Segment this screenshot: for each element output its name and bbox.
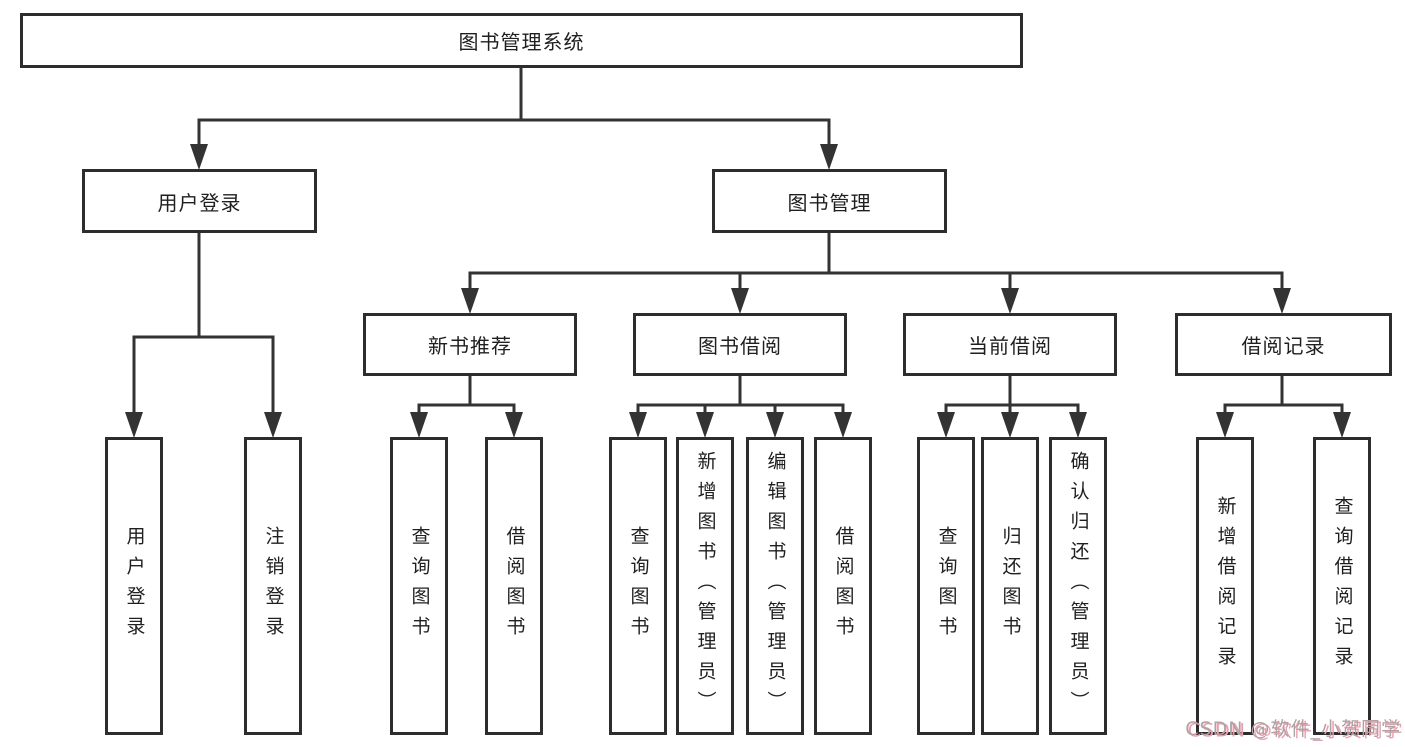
arrow-down-icon — [1273, 288, 1291, 314]
leaf-logout: 注销登录 — [244, 437, 302, 735]
leaf-label: 查询借阅记录 — [1331, 496, 1354, 676]
leaf-borrow-books-recommend: 借阅图书 — [485, 437, 543, 735]
node-current-borrowing: 当前借阅 — [903, 313, 1117, 376]
arrow-down-icon — [264, 412, 282, 438]
node-borrowing-records: 借阅记录 — [1175, 313, 1392, 376]
leaf-confirm-return-admin: 确认归还（管理员） — [1049, 437, 1107, 735]
leaf-label: 确认归还（管理员） — [1067, 451, 1090, 721]
arrow-down-icon — [505, 412, 523, 438]
leaf-label: 查询图书 — [627, 526, 650, 646]
arrow-down-icon — [1001, 412, 1019, 438]
arrow-down-icon — [461, 288, 479, 314]
arrow-down-icon — [1333, 412, 1351, 438]
leaf-add-borrow-record: 新增借阅记录 — [1196, 437, 1254, 735]
leaf-edit-books-admin: 编辑图书（管理员） — [746, 437, 804, 735]
arrow-down-icon — [731, 288, 749, 314]
leaf-label: 查询图书 — [935, 526, 958, 646]
node-library-management-system: 图书管理系统 — [20, 13, 1023, 68]
arrow-down-icon — [820, 144, 838, 170]
node-new-book-recommendation: 新书推荐 — [363, 313, 577, 376]
node-book-management: 图书管理 — [712, 169, 947, 233]
arrow-down-icon — [766, 412, 784, 438]
leaf-label: 归还图书 — [999, 526, 1022, 646]
arrow-down-icon — [834, 412, 852, 438]
leaf-query-books-borrowing: 查询图书 — [609, 437, 667, 735]
leaf-label: 用户登录 — [123, 526, 146, 646]
leaf-add-books-admin: 新增图书（管理员） — [676, 437, 734, 735]
arrow-down-icon — [937, 412, 955, 438]
leaf-query-borrow-record: 查询借阅记录 — [1313, 437, 1371, 735]
leaf-return-books: 归还图书 — [981, 437, 1039, 735]
leaf-label: 查询图书 — [408, 526, 431, 646]
leaf-borrow-books: 借阅图书 — [814, 437, 872, 735]
leaf-label: 注销登录 — [262, 526, 285, 646]
arrow-down-icon — [1216, 412, 1234, 438]
arrow-down-icon — [629, 412, 647, 438]
leaf-query-books-current: 查询图书 — [917, 437, 975, 735]
leaf-label: 借阅图书 — [503, 526, 526, 646]
leaf-query-books-recommend: 查询图书 — [390, 437, 448, 735]
csdn-watermark: CSDN @软件_小贺同学 — [1185, 718, 1401, 740]
leaf-label: 编辑图书（管理员） — [764, 451, 787, 721]
arrow-down-icon — [410, 412, 428, 438]
arrow-down-icon — [1069, 412, 1087, 438]
node-book-borrowing: 图书借阅 — [633, 313, 847, 376]
leaf-user-login: 用户登录 — [105, 437, 163, 735]
leaf-label: 新增借阅记录 — [1214, 496, 1237, 676]
leaf-label: 借阅图书 — [832, 526, 855, 646]
arrow-down-icon — [125, 412, 143, 438]
node-user-login: 用户登录 — [82, 169, 317, 233]
arrow-down-icon — [1001, 288, 1019, 314]
arrow-down-icon — [190, 144, 208, 170]
leaf-label: 新增图书（管理员） — [694, 451, 717, 721]
arrow-down-icon — [696, 412, 714, 438]
